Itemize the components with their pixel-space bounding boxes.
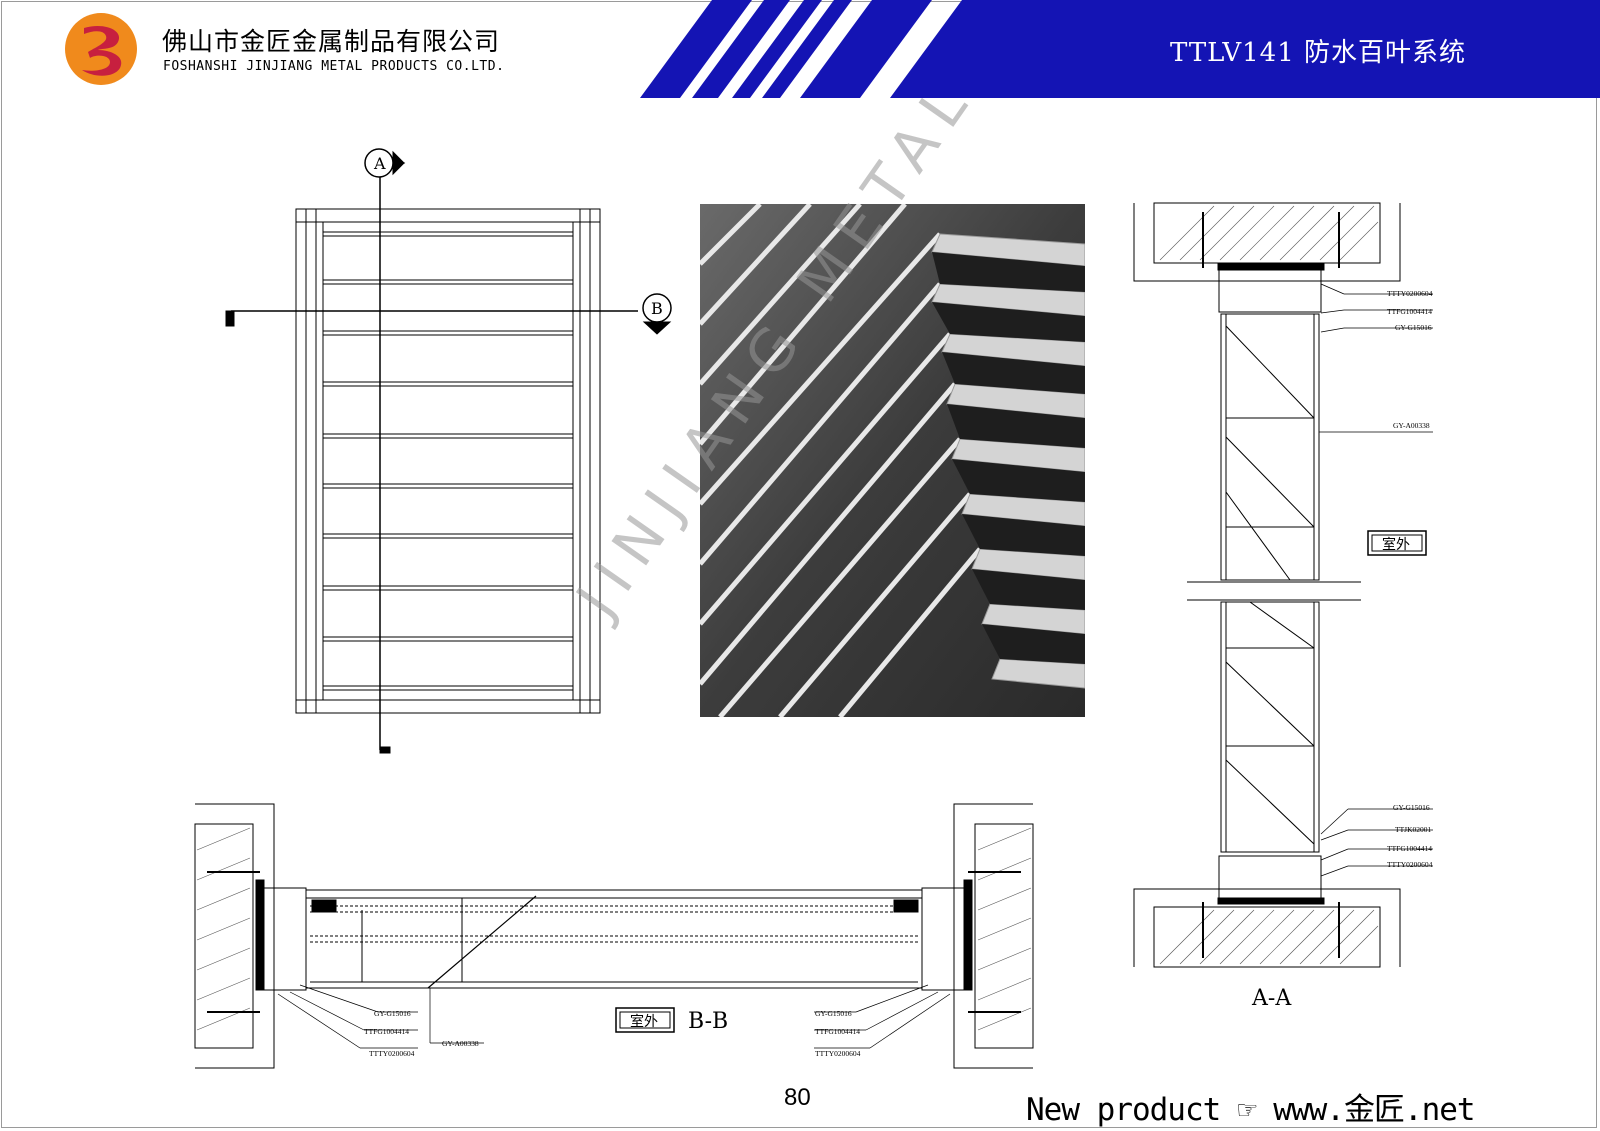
bb-center-label: GY-A00338 xyxy=(442,1039,479,1048)
section-mark-b: B xyxy=(651,299,663,318)
louver-elevation xyxy=(225,148,672,754)
aa-label-4: GY-A00338 xyxy=(1393,421,1430,430)
bb-left-label-1: GY-G15016 xyxy=(374,1009,411,1018)
bb-right-label-2: TTFG1004414 xyxy=(815,1027,860,1036)
company-name-en: FOSHANSHI JINJIANG METAL PRODUCTS CO.LTD… xyxy=(163,59,505,74)
section-bb-part-labels: GY-G15016 TTFG1004414 TTTY0200604 GY-A00… xyxy=(364,1009,861,1058)
bb-left-label-3: TTTY0200604 xyxy=(369,1049,415,1058)
aa-exterior-label: 室外 xyxy=(1382,536,1410,553)
aa-label-5: GY-G15016 xyxy=(1393,803,1430,812)
section-aa-title: A-A xyxy=(1251,986,1292,1011)
section-mark-a: A xyxy=(373,154,386,173)
product-title: TTLV141 防水百叶系统 xyxy=(1170,38,1467,68)
page-number: 80 xyxy=(784,1084,811,1111)
aa-label-2: TTFG1004414 xyxy=(1387,307,1432,316)
bb-right-label-3: TTTY0200604 xyxy=(815,1049,861,1058)
louver-photo xyxy=(700,204,1085,717)
aa-label-1: TTTY0200604 xyxy=(1387,289,1433,298)
bb-right-label-1: GY-G15016 xyxy=(815,1009,852,1018)
aa-label-8: TTTY0200604 xyxy=(1387,860,1433,869)
aa-label-6: TTJK02001 xyxy=(1395,825,1431,834)
section-bb-drawing xyxy=(194,803,1034,1069)
footer-website[interactable]: New product ☞ www.金匠.net xyxy=(1026,1092,1476,1128)
company-name-cn: 佛山市金匠金属制品有限公司 xyxy=(162,27,501,56)
company-logo xyxy=(65,13,137,85)
bb-left-label-2: TTFG1004414 xyxy=(364,1027,409,1036)
section-aa-drawing xyxy=(1133,202,1433,968)
bb-exterior-label: 室外 xyxy=(630,1013,658,1030)
aa-label-7: TTFG1004414 xyxy=(1387,844,1432,853)
section-aa-part-labels: TTTY0200604 TTFG1004414 GY-G15016 GY-A00… xyxy=(1251,289,1433,1011)
header-banner xyxy=(640,0,1600,98)
aa-label-3: GY-G15016 xyxy=(1395,323,1432,332)
section-bb-title: B-B xyxy=(688,1009,728,1034)
